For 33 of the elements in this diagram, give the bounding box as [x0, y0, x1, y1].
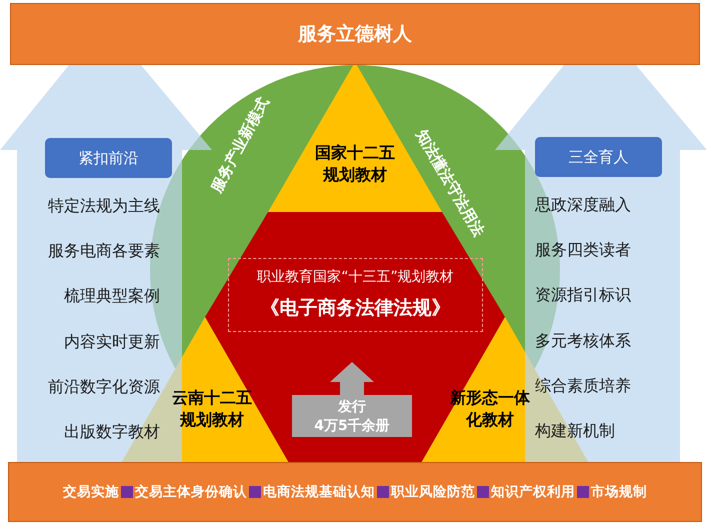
heading-box — [535, 137, 662, 177]
book-title: 《电子商务法律法规》 — [260, 296, 450, 322]
banner-title: 服务立德树人 — [298, 22, 412, 47]
list-item: 前沿数字化资源 — [48, 376, 160, 398]
curved-band-text: 知法懂法守法用法 — [411, 125, 489, 241]
triangle-text: 国家十二五规划教材 — [315, 142, 395, 186]
subtitle: 职业教育国家“十三五”规划教材 — [257, 268, 454, 288]
list-item: 服务四类读者 — [535, 239, 631, 262]
list-item: 梳理典型案例 — [64, 285, 160, 308]
list-item: 出版数字教材 — [64, 420, 160, 443]
banner-bar — [8, 462, 702, 522]
banner-bar — [10, 3, 700, 65]
list-item: 综合素质培养 — [535, 374, 631, 397]
list-item: 服务电商各要素 — [48, 240, 160, 262]
heading-box — [45, 138, 172, 178]
heading-text: 紧扣前沿 — [78, 148, 138, 169]
issue-text: 4万5千余册 — [314, 416, 390, 435]
arrow-box-shape — [292, 362, 412, 437]
list-item: 多元考核体系 — [535, 330, 631, 352]
list-item: 思政深度融入 — [535, 194, 631, 216]
topic-text: 交易实施 — [63, 482, 119, 502]
issue-text: 发行 — [338, 398, 366, 416]
list-item: 特定法规为主线 — [48, 195, 160, 217]
list-item: 内容实时更新 — [64, 330, 160, 353]
list-item: 构建新机制 — [535, 420, 615, 442]
topic-text: 市场规制 — [591, 482, 647, 502]
topic-text: 知识产权利用 — [491, 482, 575, 502]
topic-text: 交易主体身份确认 — [135, 482, 247, 502]
topic-text: 职业风险防范 — [391, 482, 475, 502]
list-item: 资源指引标识 — [535, 284, 631, 306]
heading-text: 三全育人 — [568, 146, 628, 168]
curved-band-text: 服务产业新模式 — [206, 93, 274, 197]
topic-text: 电商法规基础认知 — [263, 482, 375, 502]
